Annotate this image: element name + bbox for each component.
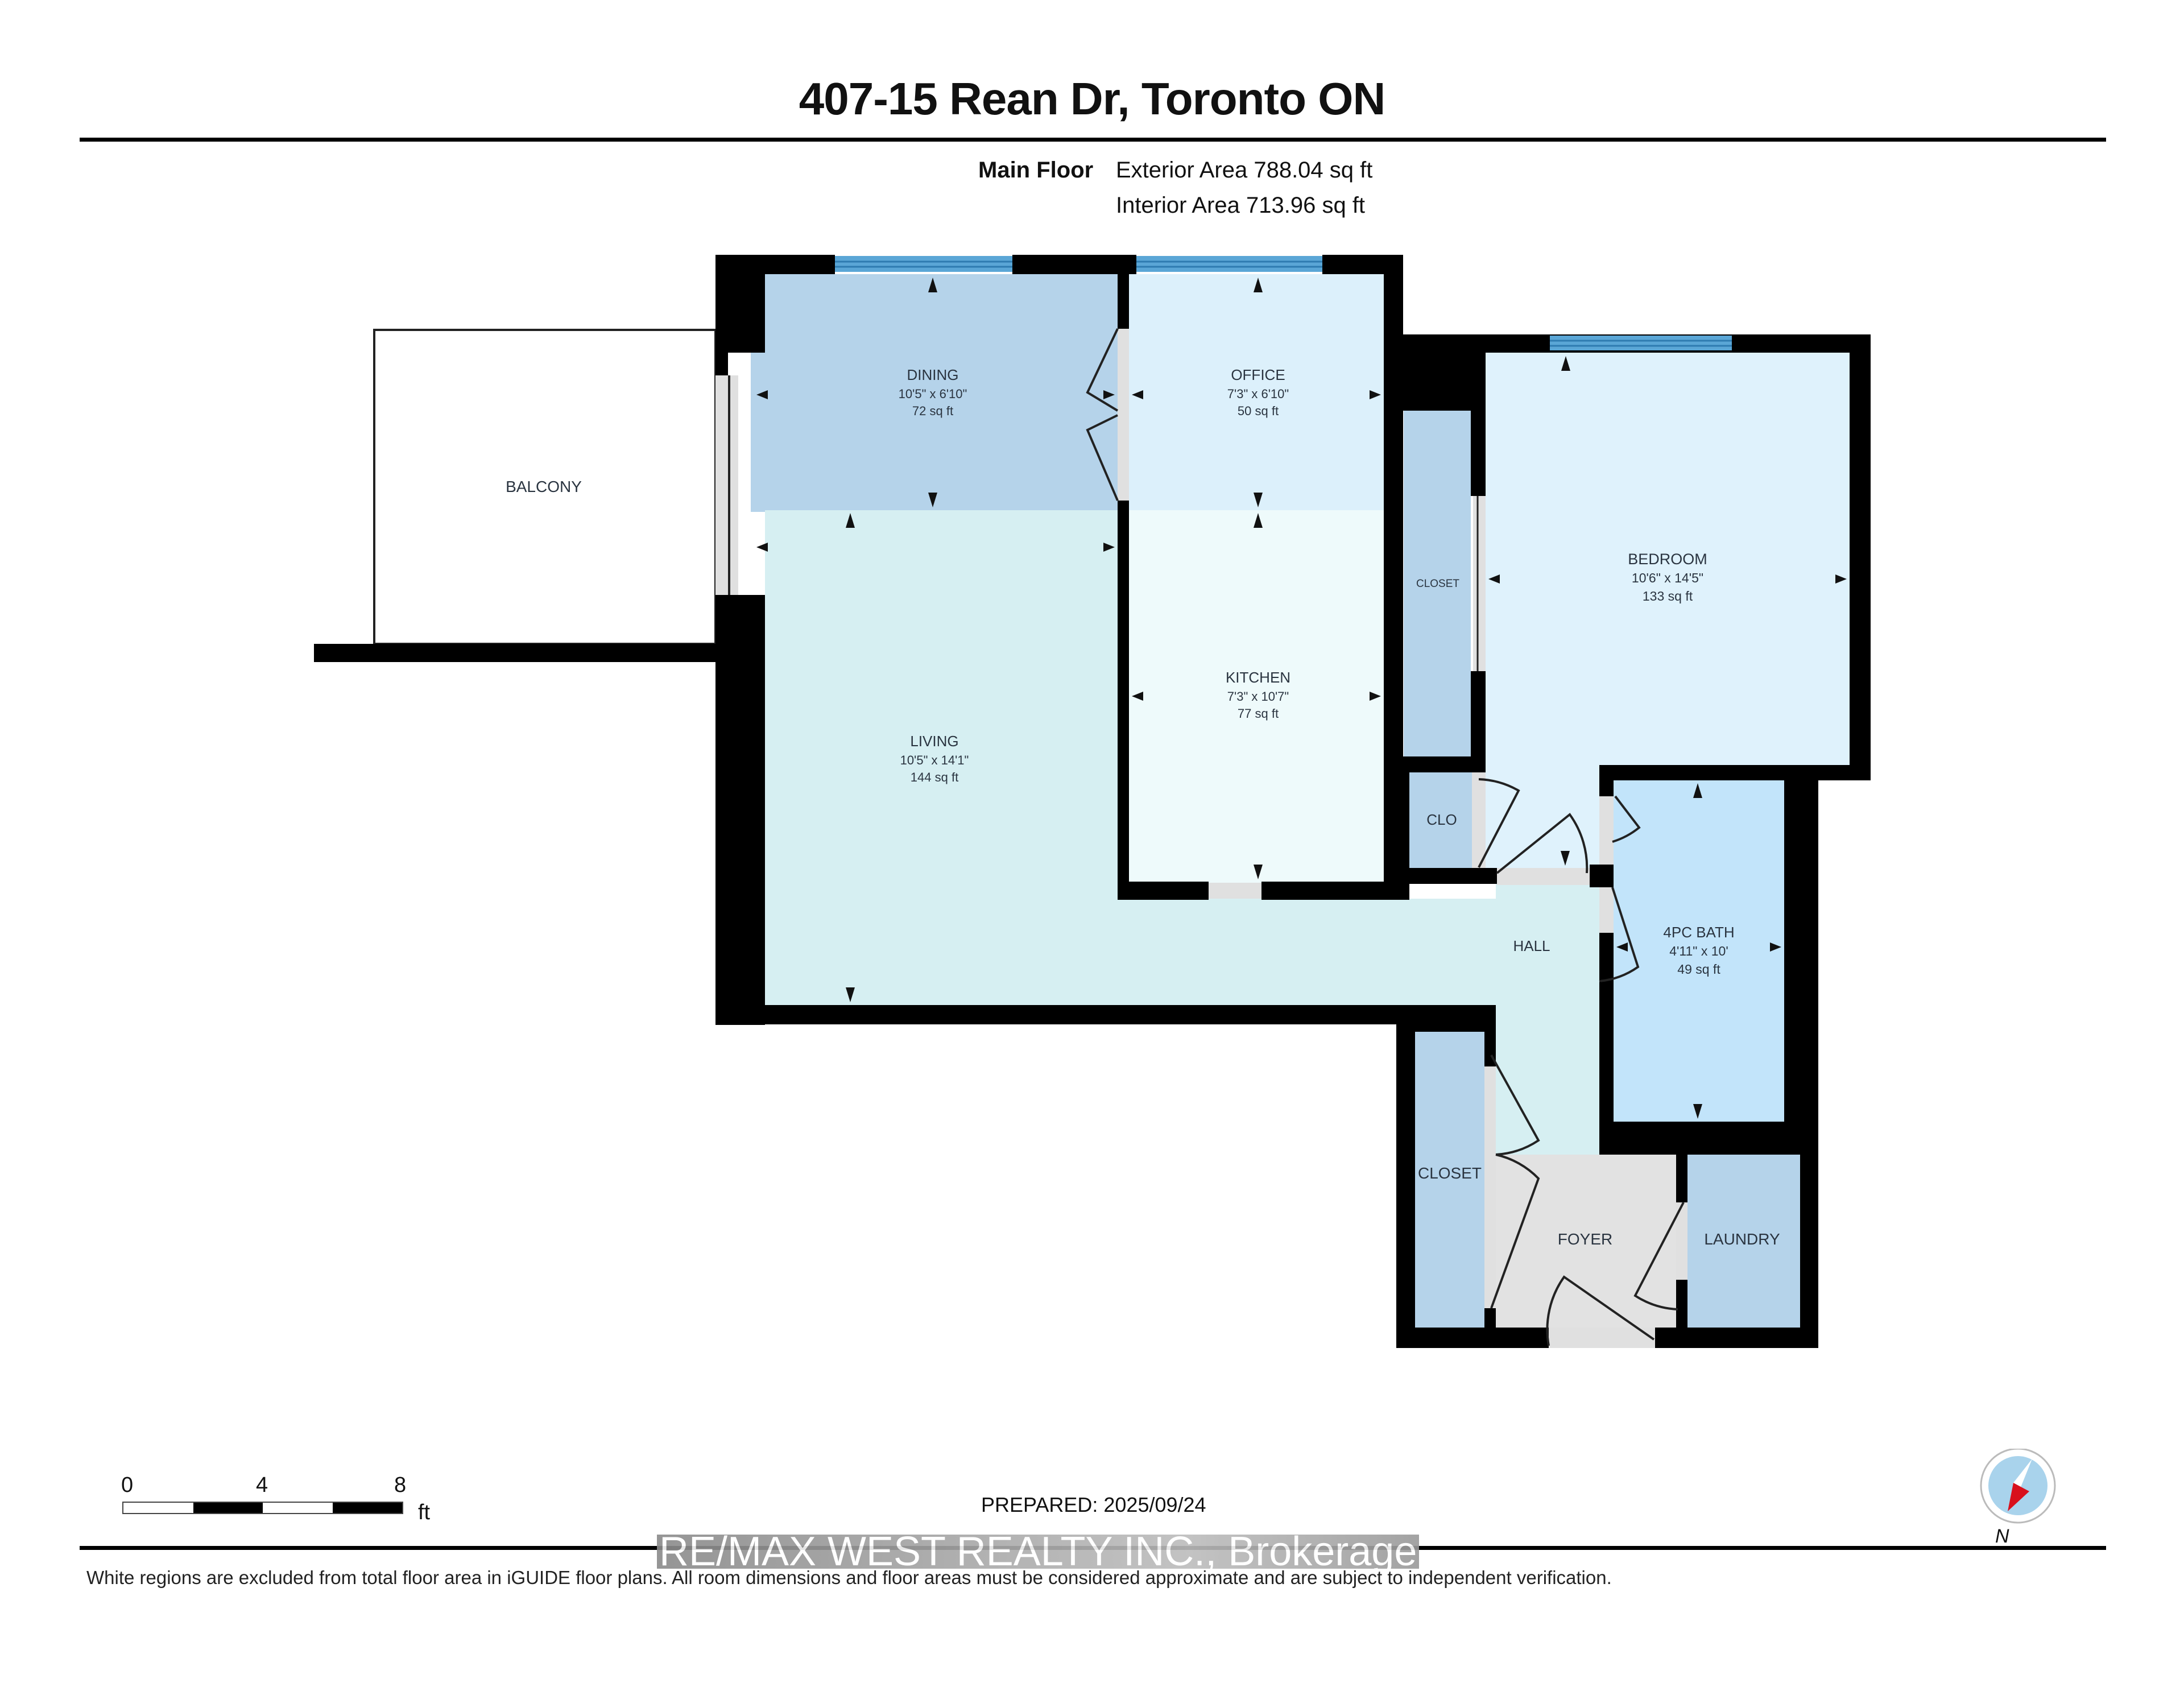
closet-bedroom-name: CLOSET bbox=[1416, 578, 1459, 590]
room-bath bbox=[1614, 780, 1784, 1122]
room-bedroom bbox=[1486, 353, 1850, 765]
bedroom-dims: 10'6" x 14'5" bbox=[1632, 570, 1703, 585]
windows bbox=[835, 256, 1732, 350]
scale-unit: ft bbox=[418, 1500, 431, 1524]
compass-north-label: N bbox=[1995, 1525, 2009, 1547]
area-summary: Exterior Area 788.04 sq ft Interior Area… bbox=[1116, 152, 1372, 223]
room-name: BALCONY bbox=[506, 478, 582, 495]
floor-label: Main Floor bbox=[978, 158, 1094, 183]
walls bbox=[715, 255, 1871, 1348]
hall-corridor bbox=[1496, 870, 1601, 1155]
page-title: 407-15 Rean Dr, Toronto ON bbox=[799, 73, 1386, 124]
exterior-area: Exterior Area 788.04 sq ft bbox=[1116, 158, 1373, 183]
scale-tick-0: 0 bbox=[121, 1473, 134, 1497]
office-name: OFFICE bbox=[1231, 366, 1285, 383]
bath-area: 49 sq ft bbox=[1677, 962, 1720, 977]
room-foyer bbox=[1496, 1155, 1676, 1346]
doors bbox=[715, 328, 1687, 1348]
laundry-name: LAUNDRY bbox=[1704, 1230, 1780, 1248]
clo-name: CLO bbox=[1426, 811, 1457, 828]
disclaimer: White regions are excluded from total fl… bbox=[86, 1567, 1612, 1588]
interior-area: Interior Area 713.96 sq ft bbox=[1116, 193, 1366, 218]
room-clo bbox=[1409, 772, 1472, 868]
kitchen-area: 77 sq ft bbox=[1238, 706, 1279, 721]
office-area: 50 sq ft bbox=[1238, 404, 1279, 418]
room-balcony: BALCONY bbox=[314, 329, 717, 662]
room-laundry bbox=[1687, 1151, 1800, 1328]
living-dims: 10'5" x 14'1" bbox=[900, 753, 969, 767]
scale-tick-4: 4 bbox=[256, 1473, 268, 1497]
room-dining bbox=[765, 274, 1118, 510]
dining-area: 72 sq ft bbox=[912, 404, 953, 418]
bedroom-area: 133 sq ft bbox=[1643, 589, 1693, 603]
scale-bar-segments bbox=[122, 1502, 403, 1514]
dining-alcove bbox=[751, 353, 768, 512]
room-kitchen bbox=[1129, 510, 1384, 883]
kitchen-name: KITCHEN bbox=[1226, 669, 1290, 686]
bath-name: 4PC BATH bbox=[1663, 924, 1734, 941]
scale-bar: 0 4 8 ft bbox=[121, 1473, 430, 1524]
room-closet-bedroom bbox=[1404, 411, 1471, 756]
header-divider bbox=[80, 138, 2106, 142]
dining-name: DINING bbox=[907, 366, 959, 383]
dimension-arrows bbox=[756, 278, 1847, 1119]
scale-tick-8: 8 bbox=[394, 1473, 407, 1497]
living-area: 144 sq ft bbox=[911, 770, 958, 784]
dining-dims: 10'5" x 6'10" bbox=[899, 387, 967, 401]
compass-icon: N bbox=[1980, 1449, 2056, 1547]
bedroom-name: BEDROOM bbox=[1628, 551, 1707, 568]
office-dims: 7'3" x 6'10" bbox=[1227, 387, 1289, 401]
foyer-name: FOYER bbox=[1558, 1230, 1612, 1248]
kitchen-dims: 7'3" x 10'7" bbox=[1227, 689, 1289, 704]
bath-dims: 4'11" x 10' bbox=[1669, 944, 1728, 958]
room-closet-foyer bbox=[1415, 1022, 1484, 1328]
closet-foyer-name: CLOSET bbox=[1418, 1164, 1482, 1182]
prepared-date: PREPARED: 2025/09/24 bbox=[981, 1493, 1206, 1516]
brokerage-watermark: RE/MAX WEST REALTY INC., Brokerage bbox=[657, 1531, 1420, 1572]
living-name: LIVING bbox=[910, 733, 958, 750]
room-office bbox=[1129, 274, 1384, 510]
room-living bbox=[765, 510, 1118, 1005]
hall-name: HALL bbox=[1513, 937, 1550, 954]
room-labels: DINING 10'5" x 6'10" 72 sq ft OFFICE 7'3… bbox=[899, 366, 1780, 1248]
